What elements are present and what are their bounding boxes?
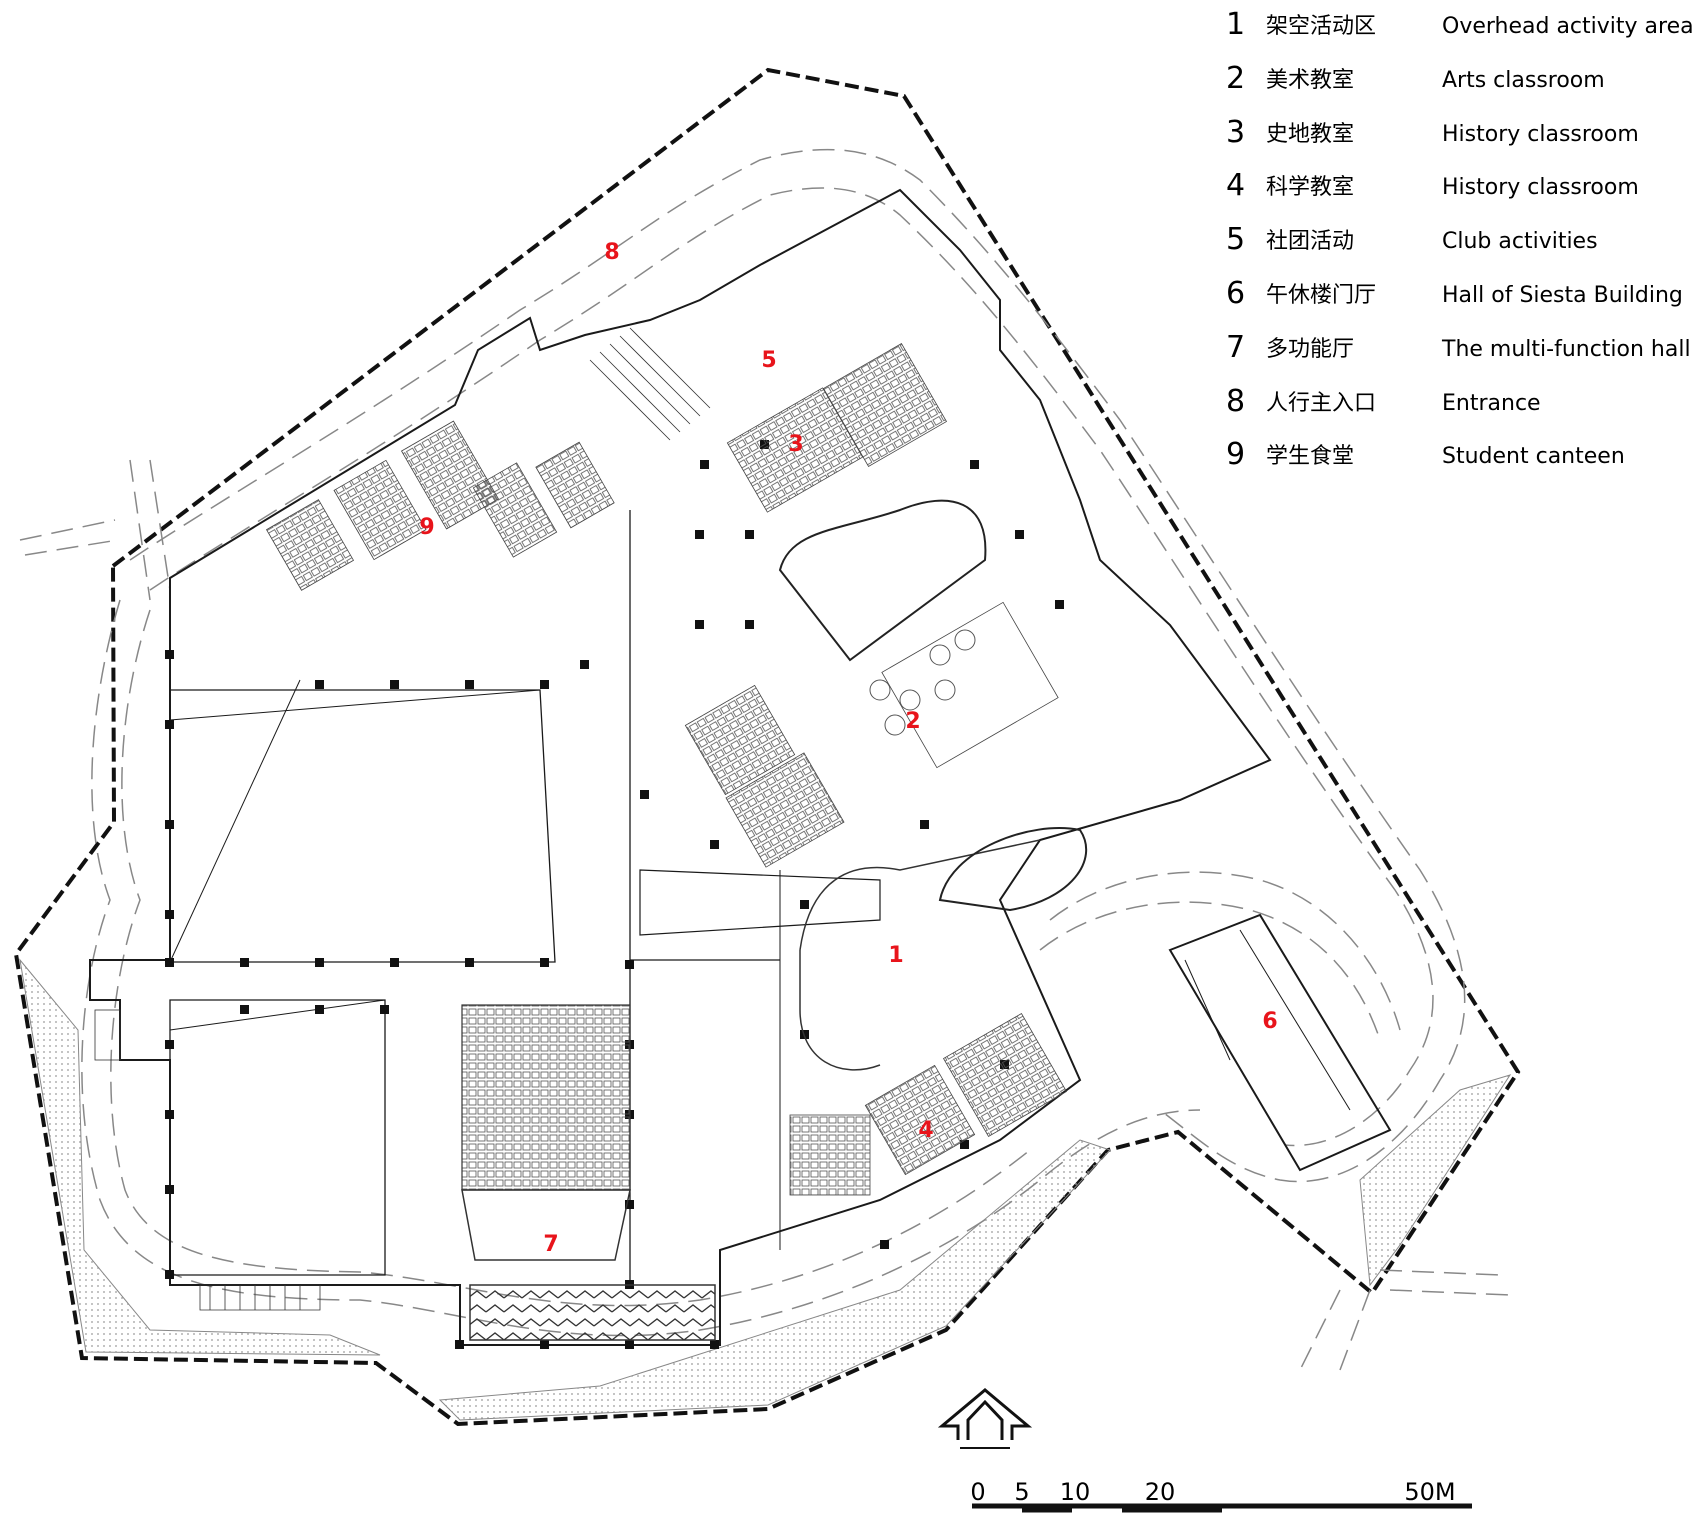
legend-row-7: 7 多功能厅 The multi-function hall: [1226, 329, 1698, 383]
legend-chinese-label: 人行主入口: [1266, 390, 1377, 416]
landscape-strip-southwest: [19, 958, 381, 1356]
legend-row-6: 6 午休楼门厅 Hall of Siesta Building: [1226, 275, 1698, 329]
legend-english-label: Hall of Siesta Building: [1442, 282, 1683, 308]
legend-row-2: 2 美术教室 Arts classroom: [1226, 60, 1698, 114]
legend-english-label: Overhead activity area: [1442, 14, 1694, 39]
legend-row-4: 4 科学教室 History classroom: [1226, 167, 1698, 221]
legend-english-label: History classroom: [1442, 121, 1639, 147]
legend-english-label: The multi-function hall: [1442, 336, 1691, 362]
legend-row-8: 8 人行主入口 Entrance: [1226, 383, 1698, 437]
legend-english-label: Club activities: [1442, 229, 1598, 255]
legend-number: 2: [1226, 60, 1246, 96]
overhead-activity-curve: [799, 839, 1041, 951]
legend-row-9: 9 学生食堂 Student canteen: [1226, 436, 1698, 490]
legend-number: 5: [1226, 222, 1246, 258]
site-boundary: [13, 67, 1521, 1427]
main-building: [89, 188, 1272, 1346]
stairs: [94, 327, 711, 1311]
legend-number: 4: [1226, 168, 1246, 204]
scale-label-0: 0: [970, 1478, 985, 1506]
north-arrow-icon: [937, 1388, 1033, 1449]
legend-number: 8: [1226, 383, 1246, 419]
courtyard-lawn: [778, 499, 987, 662]
legend-english-label: Entrance: [1442, 390, 1541, 416]
legend-number: 6: [1226, 275, 1246, 311]
legend: 1 架空活动区 Overhead activity area 2 美术教室 Ar…: [1226, 6, 1698, 490]
zone-label-8: 8: [604, 240, 619, 265]
classroom-desks: [684, 342, 1068, 1196]
landscape-strip-southeast: [1359, 1074, 1512, 1287]
scale-label-50m: 50M: [1404, 1478, 1455, 1506]
zone-label-3: 3: [788, 432, 803, 457]
legend-row-3: 3 史地教室 History classroom: [1226, 114, 1698, 168]
legend-chinese-label: 午休楼门厅: [1266, 282, 1377, 308]
zone-label-6: 6: [1262, 1009, 1277, 1034]
legend-english-label: Student canteen: [1442, 444, 1625, 470]
zone-label-1: 1: [888, 943, 903, 968]
zone-label-9: 9: [419, 515, 434, 540]
canteen-tables: [265, 420, 615, 591]
legend-row-5: 5 社团活动 Club activities: [1226, 221, 1698, 275]
legend-row-1: 1 架空活动区 Overhead activity area: [1226, 6, 1698, 60]
legend-chinese-label: 社团活动: [1266, 229, 1355, 255]
scale-label-20: 20: [1145, 1478, 1176, 1506]
zone-label-2: 2: [905, 709, 920, 734]
legend-chinese-label: 美术教室: [1266, 67, 1355, 93]
legend-chinese-label: 史地教室: [1266, 121, 1355, 147]
legend-number: 7: [1226, 329, 1246, 365]
legend-english-label: Arts classroom: [1442, 67, 1605, 93]
scale-bar: 0 5 10 20 50M: [970, 1478, 1472, 1513]
zone-label-5: 5: [761, 348, 776, 373]
landscape-strip-south: [438, 1139, 1111, 1421]
legend-english-label: History classroom: [1442, 175, 1639, 201]
legend-chinese-label: 学生食堂: [1266, 444, 1355, 470]
courtyard-lawn-2: [938, 827, 1088, 912]
fire-road: [19, 148, 1511, 1371]
overhead-activity-loop: [799, 950, 881, 1071]
legend-number: 3: [1226, 114, 1246, 150]
zone-label-4: 4: [918, 1118, 933, 1143]
siesta-building: [1168, 913, 1392, 1172]
art-classroom-easels: [869, 629, 976, 736]
auditorium: [461, 1004, 716, 1341]
scale-label-5: 5: [1014, 1478, 1029, 1506]
zone-labels: 1 2 3 4 5 6 7 8 9: [419, 240, 1277, 1257]
legend-number: 9: [1226, 437, 1246, 473]
legend-chinese-label: 科学教室: [1266, 175, 1355, 201]
zone-label-7: 7: [543, 1232, 558, 1257]
legend-chinese-label: 架空活动区: [1266, 14, 1377, 39]
legend-chinese-label: 多功能厅: [1266, 336, 1355, 362]
legend-number: 1: [1226, 7, 1246, 42]
scale-label-10: 10: [1060, 1478, 1091, 1506]
